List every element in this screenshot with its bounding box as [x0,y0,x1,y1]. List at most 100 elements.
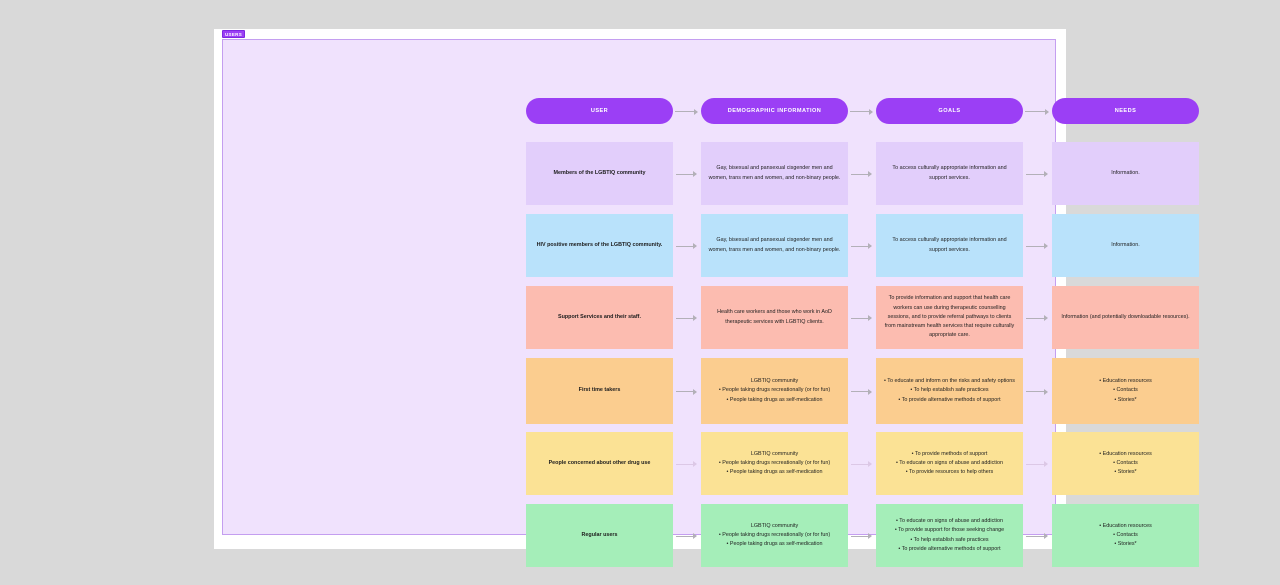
cell-text: LGBTIQ community• People taking drugs re… [708,522,841,550]
cell-text: Gay, bisexual and pansexual cisgender me… [708,236,841,255]
matrix-cell-needs[interactable]: Information. [1052,214,1199,277]
matrix-cell-demographic[interactable]: LGBTIQ community• People taking drugs re… [701,504,848,567]
cell-text-line: Health care workers and those who work i… [717,309,832,325]
column-header-user[interactable]: USER [526,98,673,124]
cell-text-line: • To provide methods of support [911,450,988,457]
cell-text-line: • To provide support for those seeking c… [894,527,1005,534]
cell-text: To access culturally appropriate informa… [883,236,1016,255]
cell-text-line: To provide information and support that … [884,295,1015,339]
users-frame: USER DEMOGRAPHIC INFORMATION GOALS NEEDS Me… [222,39,1199,567]
matrix-cell-user[interactable]: Support Services and their staff. [526,286,673,349]
cell-text-line: People concerned about other drug use [548,459,651,466]
cell-text-line: • To provide alternative methods of supp… [898,396,1001,403]
cell-text: • To educate on signs of abuse and addic… [883,517,1016,554]
column-header-goals[interactable]: GOALS [876,98,1023,124]
cell-text-line: To access culturally appropriate informa… [892,165,1007,181]
cell-text-line: Members of the LGBTIQ community [553,169,646,176]
cell-text-line: • Stories* [1114,469,1137,476]
row-flow-arrow [676,461,697,467]
cell-text: Regular users [533,531,666,540]
cell-text-line: • People taking drugs as self-medication [726,396,823,403]
cell-text: Information. [1059,169,1192,178]
cell-text-line: • To educate on signs of abuse and addic… [896,517,1003,524]
cell-text: Gay, bisexual and pansexual cisgender me… [708,164,841,183]
column-header-label: DEMOGRAPHIC INFORMATION [727,108,822,114]
cell-text-line: • To provide resources to help others [905,469,994,476]
cell-text-line: • To educate on signs of abuse and addic… [896,459,1003,466]
cell-text: • To educate and inform on the risks and… [883,377,1016,405]
matrix-cell-user[interactable]: First time takers [526,358,673,424]
cell-text-line: • People taking drugs recreationally (or… [718,531,831,538]
cell-text: • Education resources• Contacts• Stories… [1059,522,1192,550]
row-flow-arrow [851,315,872,321]
cell-text-line: Information. [1111,169,1140,176]
cell-text-line: • People taking drugs as self-medication [726,541,823,548]
cell-text: Information (and potentially downloadabl… [1059,313,1192,322]
cell-text-line: • People taking drugs recreationally (or… [718,459,831,466]
matrix-cell-demographic[interactable]: LGBTIQ community • People taking drugs re… [701,432,848,495]
column-header-label: GOALS [938,108,961,114]
matrix-cell-goals[interactable]: • To educate on signs of abuse and addic… [876,504,1023,567]
cell-text: • Education resources• Contacts• Stories… [1059,450,1192,478]
matrix-cell-goals[interactable]: To access culturally appropriate informa… [876,214,1023,277]
column-header-demographic-information[interactable]: DEMOGRAPHIC INFORMATION [701,98,848,124]
header-flow-arrow [850,108,873,115]
row-flow-arrow [1026,171,1048,177]
matrix-cell-needs[interactable]: • Education resources• Contacts• Stories… [1052,504,1199,567]
column-header-label: NEEDS [1114,108,1137,114]
cell-text-line: Support Services and their staff. [558,313,641,320]
cell-text-line: • People taking drugs as self-medication [726,469,823,476]
cell-text-line: LGBTIQ community [750,450,799,457]
cell-text-line: • To help establish safe practices [910,387,989,394]
row-flow-arrow [1026,243,1048,249]
cell-text: • Education resources • Contacts • Stories… [1059,377,1192,405]
matrix-cell-user[interactable]: Regular users [526,504,673,567]
matrix-cell-goals[interactable]: • To educate and inform on the risks and… [876,358,1023,424]
cell-text-line: Regular users [581,531,618,538]
user-matrix-grid: USER DEMOGRAPHIC INFORMATION GOALS NEEDS Me… [526,98,1199,568]
cell-text: People concerned about other drug use [533,459,666,468]
matrix-header-row: USER DEMOGRAPHIC INFORMATION GOALS NEEDS [526,98,1199,126]
cell-text-line: • Contacts [1113,387,1138,394]
cell-text-line: • To educate and inform on the risks and… [884,378,1015,385]
matrix-cell-demographic[interactable]: Gay, bisexual and pansexual cisgender me… [701,214,848,277]
cell-text-line: • Education resources [1099,378,1152,385]
header-flow-arrow [1025,108,1049,115]
row-flow-arrow [676,243,697,249]
matrix-cell-demographic[interactable]: Gay, bisexual and pansexual cisgender me… [701,142,848,205]
column-header-needs[interactable]: NEEDS [1052,98,1199,124]
matrix-cell-needs[interactable]: • Education resources • Contacts • Stories… [1052,358,1199,424]
cell-text: To access culturally appropriate informa… [883,164,1016,183]
cell-text-line: • Contacts [1113,531,1138,538]
cell-text-line: Information (and potentially downloadabl… [1061,313,1190,320]
matrix-cell-user[interactable]: Members of the LGBTIQ community [526,142,673,205]
cell-text-line: • Education resources [1099,450,1152,457]
matrix-cell-demographic[interactable]: LGBTIQ community• People taking drugs re… [701,358,848,424]
matrix-cell-user[interactable]: People concerned about other drug use [526,432,673,495]
cell-text: Support Services and their staff. [533,313,666,322]
matrix-cell-needs[interactable]: • Education resources• Contacts• Stories… [1052,432,1199,495]
matrix-cell-goals[interactable]: To provide information and support that … [876,286,1023,349]
cell-text-line: To access culturally appropriate informa… [892,237,1007,253]
frame-name-badge[interactable]: USERS [222,30,246,38]
row-flow-arrow [851,171,872,177]
row-flow-arrow [851,243,872,249]
cell-text: HIV positive members of the LGBTIQ commu… [533,241,666,250]
cell-text-line: • Stories* [1114,396,1137,403]
matrix-cell-goals[interactable]: • To provide methods of support • To educ… [876,432,1023,495]
cell-text-line: • Stories* [1114,541,1137,548]
matrix-cell-goals[interactable]: To access culturally appropriate informa… [876,142,1023,205]
cell-text-line: Gay, bisexual and pansexual cisgender me… [708,237,841,253]
cell-text-line: Gay, bisexual and pansexual cisgender me… [708,165,841,181]
matrix-cell-demographic[interactable]: Health care workers and those who work i… [701,286,848,349]
cell-text-line: • People taking drugs recreationally (or… [718,387,831,394]
cell-text: Information. [1059,241,1192,250]
matrix-cell-needs[interactable]: Information. [1052,142,1199,205]
row-flow-arrow [851,388,872,395]
cell-text-line: First time takers [578,387,621,394]
row-flow-arrow [676,171,697,177]
matrix-cell-user[interactable]: HIV positive members of the LGBTIQ commu… [526,214,673,277]
row-flow-arrow [676,388,697,395]
matrix-cell-needs[interactable]: Information (and potentially downloadabl… [1052,286,1199,349]
